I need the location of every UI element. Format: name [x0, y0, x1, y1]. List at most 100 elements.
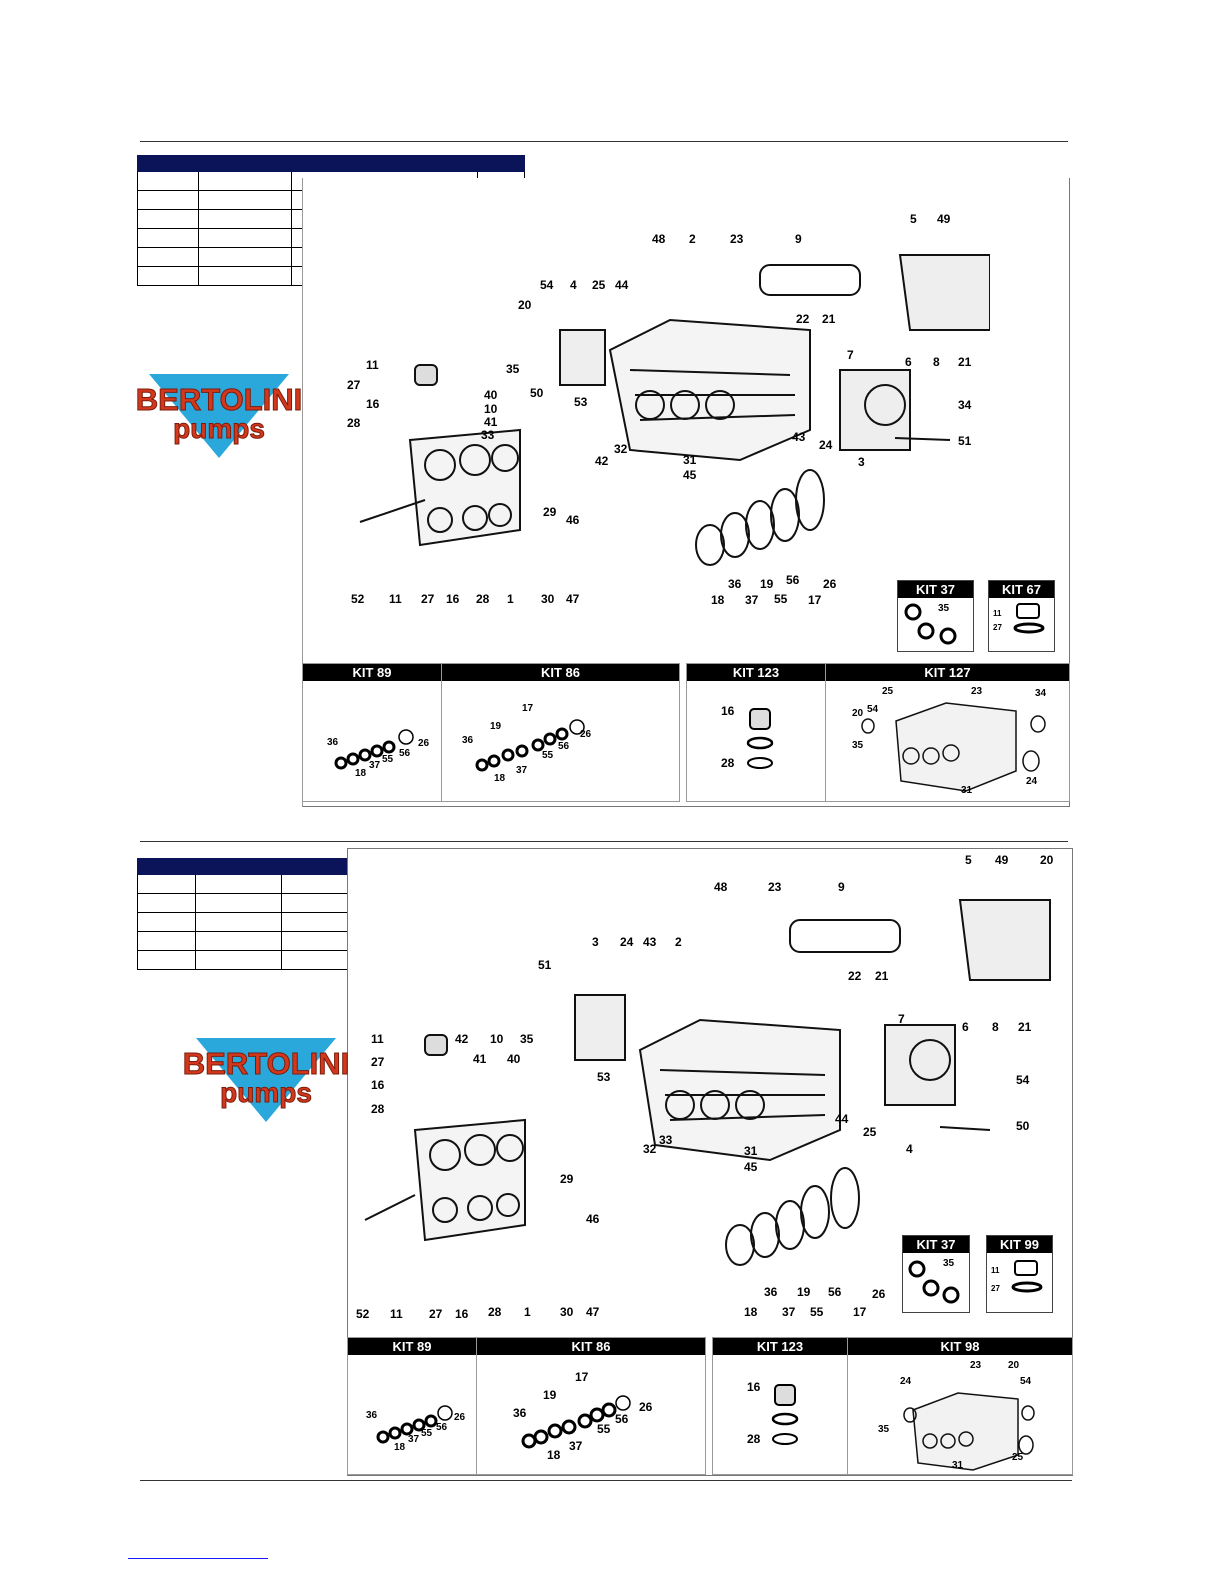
part-number: 52: [356, 1307, 370, 1321]
part-number: 24: [819, 438, 833, 452]
part-number: 18: [744, 1305, 758, 1319]
kit-title: KIT 123: [687, 664, 825, 681]
part-number: 6: [962, 1020, 969, 1034]
kit-part-number: 19: [543, 1388, 557, 1402]
kit-title: KIT 86: [477, 1338, 705, 1355]
part-number: 10: [490, 1032, 504, 1046]
part-number: 51: [958, 434, 972, 448]
kit-part-number: 20: [852, 708, 864, 719]
kit-part-number: 27: [991, 1284, 1000, 1293]
part-number: 30: [541, 592, 555, 606]
kit-part-number: 16: [747, 1380, 761, 1394]
kit-part-number: 36: [462, 735, 474, 746]
part-number: 28: [488, 1305, 502, 1319]
kit-part-number: 17: [522, 703, 534, 714]
kit-title: KIT 86: [442, 664, 679, 681]
part-number: 11: [390, 1307, 403, 1321]
kit-title: KIT 127: [826, 664, 1069, 681]
part-number: 20: [1040, 853, 1054, 867]
kit-part-number: 27: [993, 623, 1002, 632]
kit-part-number: 18: [394, 1442, 406, 1453]
footer-link-underline[interactable]: [128, 1558, 268, 1559]
part-number: 7: [898, 1012, 905, 1026]
part-number: 2: [689, 232, 696, 246]
part-number: 29: [543, 505, 557, 519]
part-number: 6: [905, 355, 912, 369]
part-number: 55: [810, 1305, 824, 1319]
part-number: 31: [683, 453, 697, 467]
part-number: 7: [847, 348, 854, 362]
part-number: 49: [995, 853, 1009, 867]
kit-panel: KIT 98 23 20 24 54 35 25 31: [848, 1338, 1072, 1474]
pump-exploded-drawing-2: [364, 899, 1051, 1266]
kit-part-number: 37: [516, 765, 528, 776]
part-number: 9: [795, 232, 802, 246]
kit-part-number: 35: [878, 1424, 890, 1435]
part-number: 25: [863, 1125, 877, 1139]
part-number: 10: [484, 402, 498, 416]
kit-part-number: 11: [991, 1266, 1000, 1275]
part-number: 16: [371, 1078, 385, 1092]
kit-part-number: 31: [952, 1460, 964, 1471]
part-number: 55: [774, 592, 788, 606]
part-number: 8: [933, 355, 940, 369]
part-number: 23: [768, 880, 782, 894]
kit-part-number: 23: [971, 686, 983, 697]
pump-exploded-drawing-1: [359, 254, 990, 566]
part-number: 21: [958, 355, 972, 369]
kit-part-number: 19: [490, 721, 502, 732]
kit-part-number: 55: [421, 1428, 433, 1439]
part-number: 27: [371, 1055, 385, 1069]
part-number: 18: [711, 593, 725, 607]
kit-part-number: 56: [615, 1412, 629, 1426]
part-number: 45: [683, 468, 697, 482]
kit-panel: KIT 86 17 19 36 18 37 55 56 26: [442, 664, 679, 801]
kit-part-number: 35: [938, 603, 950, 614]
kit-part-number: 55: [382, 754, 394, 765]
part-number: 42: [455, 1032, 469, 1046]
part-number: 5: [965, 853, 972, 867]
kit-panel: KIT 123 16 28: [713, 1338, 848, 1474]
kit-part-number: 37: [569, 1439, 583, 1453]
kit-part-number: 17: [575, 1370, 589, 1384]
part-number: 36: [764, 1285, 778, 1299]
part-number: 37: [745, 593, 759, 607]
part-number: 26: [823, 577, 837, 591]
kit-panel: KIT 127 25 23 34 20 54 35 31 24: [826, 664, 1069, 801]
part-number: 52: [351, 592, 365, 606]
part-number: 23: [730, 232, 744, 246]
part-number: 56: [828, 1285, 842, 1299]
kit-part-number: 36: [327, 737, 339, 748]
kit-part-number: 28: [721, 756, 735, 770]
kit-part-number: 24: [900, 1376, 912, 1387]
kit-row-1a: KIT 89 36 18 37 55 56 26 KIT 86 17 19 36…: [302, 663, 680, 802]
part-number: 28: [476, 592, 490, 606]
section-divider: [140, 841, 1068, 842]
part-number: 4: [906, 1142, 913, 1156]
part-number: 16: [366, 397, 380, 411]
kit-title: KIT 37: [898, 581, 973, 598]
part-number: 29: [560, 1172, 574, 1186]
part-number: 22: [848, 969, 862, 983]
kit-part-number: 25: [882, 686, 894, 697]
part-number: 50: [530, 386, 544, 400]
kit-part-number: 26: [639, 1400, 653, 1414]
part-number: 36: [728, 577, 742, 591]
part-number: 48: [652, 232, 666, 246]
part-number: 17: [808, 593, 822, 607]
top-divider: [140, 141, 1068, 142]
kit-part-number: 56: [399, 748, 411, 759]
part-number: 19: [760, 577, 774, 591]
kit-panel: KIT 86 17 19 36 18 37 55 56 26: [477, 1338, 705, 1474]
part-number: 16: [446, 592, 460, 606]
bertolini-logo-2: BERTOLINI pumps: [182, 1036, 350, 1126]
part-number: 11: [371, 1032, 384, 1046]
part-number: 37: [782, 1305, 796, 1319]
part-number: 3: [592, 935, 599, 949]
part-number: 11: [389, 592, 402, 606]
part-number: 47: [586, 1305, 600, 1319]
part-number: 27: [421, 592, 435, 606]
kit-title: KIT 123: [713, 1338, 847, 1355]
kit-part-number: 26: [580, 729, 592, 740]
kit-title: KIT 89: [348, 1338, 476, 1355]
